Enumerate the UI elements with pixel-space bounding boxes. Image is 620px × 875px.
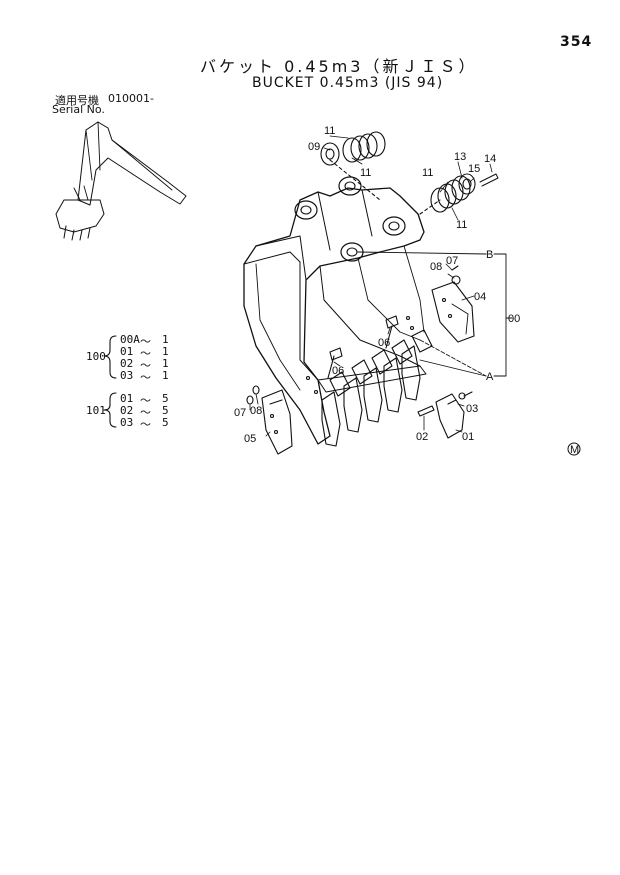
part-code: 03	[120, 369, 134, 382]
callout-ref-a: A	[486, 371, 494, 383]
part-code: 00A	[120, 333, 140, 346]
callout-07-left: 07	[234, 407, 246, 419]
callout-03: 03	[466, 403, 478, 415]
callout-ref-b: B	[486, 249, 493, 261]
tilde: ～	[140, 359, 151, 372]
group-101-row: 02 ～ 5	[120, 404, 169, 419]
callout-labels: 11 09 11 11 13 14 15 11 B 07 08 04 00 A …	[234, 125, 520, 445]
tilde: ～	[140, 335, 151, 348]
reference-lines	[357, 251, 513, 377]
spring-stack-right	[419, 173, 499, 215]
callout-06-right: 06	[378, 337, 390, 349]
callout-07-right: 07	[446, 255, 458, 267]
group-100-row: 03 ～ 1	[120, 369, 169, 384]
group-101-label: 101	[86, 404, 106, 417]
tilde: ～	[140, 418, 151, 431]
part-code: 01	[120, 345, 134, 358]
side-cutter-right	[431, 265, 475, 343]
leader-lines	[249, 135, 493, 437]
callout-02: 02	[416, 431, 428, 443]
tilde: ～	[140, 406, 151, 419]
title-japanese: バケット 0.45m3（新ＪＩＳ）	[200, 57, 478, 76]
callout-09: 09	[308, 141, 320, 153]
callout-11-top: 11	[324, 125, 335, 137]
group-101-row: 03 ～ 5	[120, 416, 169, 431]
quantity: 5	[162, 416, 169, 429]
callout-01: 01	[462, 431, 474, 443]
tilde: ～	[140, 371, 151, 384]
part-code: 02	[120, 357, 134, 370]
tooth-detail	[417, 391, 473, 439]
callout-06-left: 06	[332, 365, 344, 377]
callout-11-lower: 11	[456, 219, 467, 231]
group-100-row: 02 ～ 1	[120, 357, 169, 372]
callout-08-right: 08	[430, 261, 442, 273]
callout-15: 15	[468, 163, 480, 175]
serial-label-japanese: 適用号機	[55, 94, 99, 107]
m-mark-letter: M	[570, 444, 579, 456]
part-code: 03	[120, 416, 134, 429]
callout-05: 05	[244, 433, 256, 445]
bolts	[305, 315, 415, 395]
callout-11-mid: 11	[360, 167, 371, 179]
part-code: 01	[120, 392, 134, 405]
serial-label-english: Serial No.	[52, 103, 105, 116]
bucket-teeth	[321, 329, 433, 447]
quantity: 1	[162, 369, 169, 382]
quantity: 5	[162, 392, 169, 405]
quantity: 1	[162, 357, 169, 370]
group-100-label: 100	[86, 350, 106, 363]
assembly-bracket-100	[103, 335, 117, 379]
serial-value: 010001-	[108, 92, 154, 105]
callout-14: 14	[484, 153, 496, 165]
group-100-row: 00A ～ 1	[120, 333, 169, 348]
quantity: 1	[162, 345, 169, 358]
m-mark: M	[567, 442, 581, 456]
page-number: 354	[560, 34, 593, 50]
callout-11-right: 11	[422, 167, 433, 179]
tilde: ～	[140, 347, 151, 360]
callout-00: 00	[508, 313, 520, 325]
callout-04: 04	[474, 291, 486, 303]
part-code: 02	[120, 404, 134, 417]
quantity: 5	[162, 404, 169, 417]
tilde: ～	[140, 394, 151, 407]
excavator-thumbnail	[55, 121, 187, 241]
spring-stack-upper	[320, 131, 386, 201]
group-101-row: 01 ～ 5	[120, 392, 169, 407]
callout-13: 13	[454, 151, 466, 163]
bucket-bosses	[294, 176, 406, 262]
title-english: BUCKET 0.45m3 (JIS 94)	[252, 75, 444, 91]
quantity: 1	[162, 333, 169, 346]
callout-08-left: 08	[250, 405, 262, 417]
bucket-body	[243, 187, 427, 445]
assembly-bracket-101	[103, 392, 117, 428]
group-100-row: 01 ～ 1	[120, 345, 169, 360]
